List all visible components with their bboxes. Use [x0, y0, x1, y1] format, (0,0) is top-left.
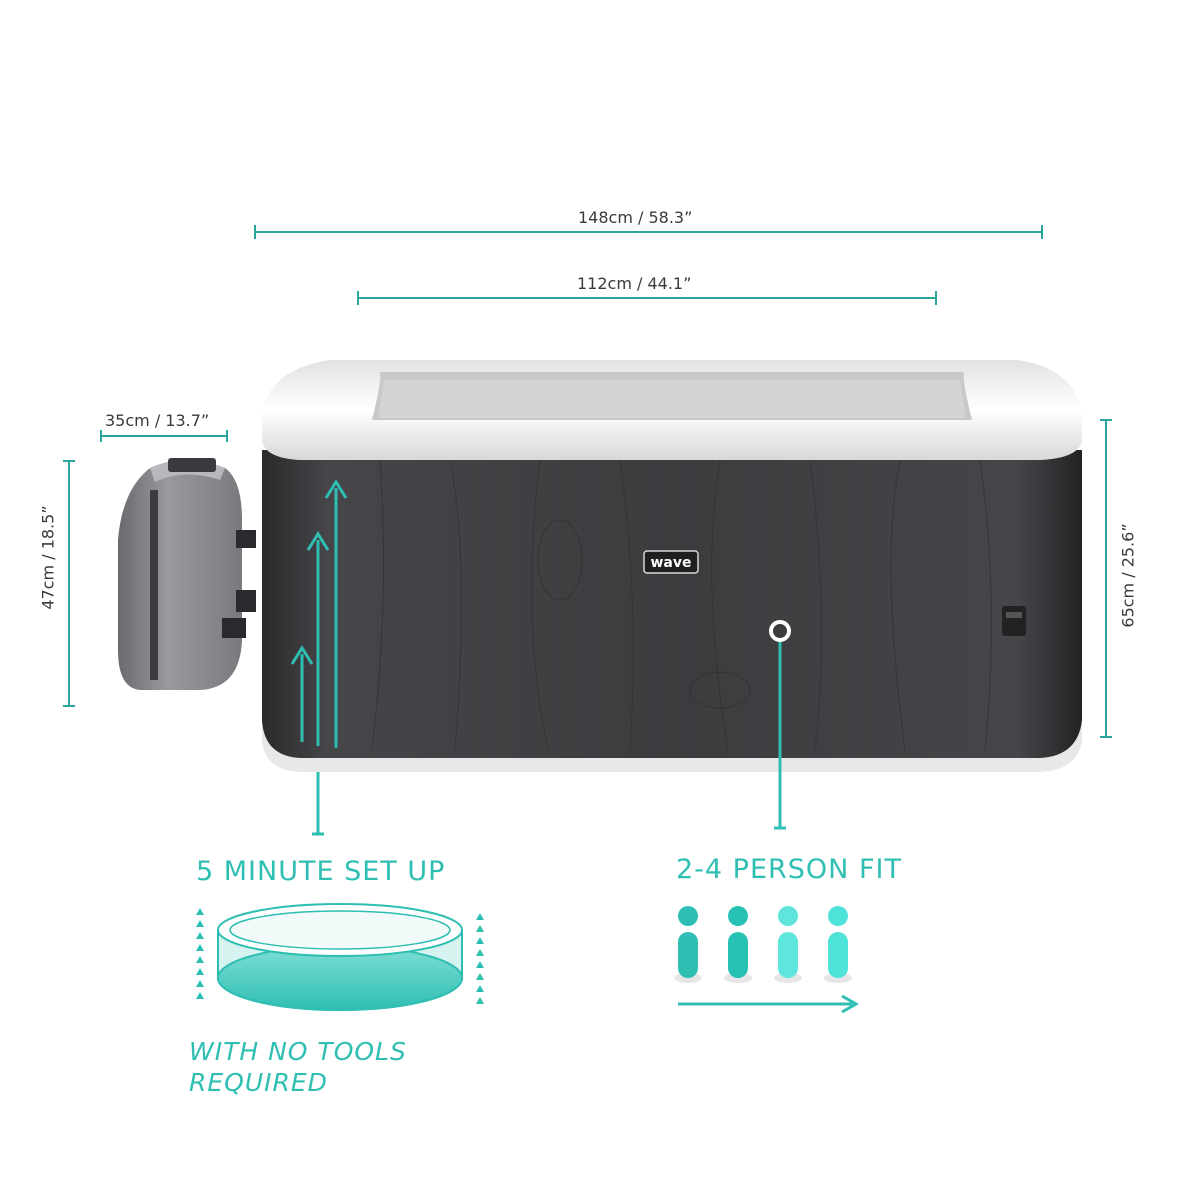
pump-unit [118, 458, 256, 690]
pump-height-dimension [63, 460, 75, 707]
control-panel [168, 458, 216, 472]
brand-logo-text: wave [650, 555, 691, 571]
tub-body [262, 450, 1082, 758]
setup-subtitle: WITH NO TOOLS REQUIRED [189, 1036, 407, 1098]
pump-height-label: 47cm / 18.5” [38, 505, 58, 610]
person-1-icon [674, 906, 702, 983]
setup-pointer [312, 772, 324, 836]
pump-width-label: 35cm / 13.7” [105, 411, 210, 430]
pool-inflate-icon [196, 903, 484, 1011]
person-3-icon [774, 906, 802, 983]
person-2-icon [724, 906, 752, 983]
outer-width-label: 148cm / 58.3” [578, 208, 693, 227]
pump-width-dimension [100, 430, 228, 442]
arrow-right-icon [678, 994, 860, 1014]
capacity-title: 2-4 PERSON FIT [676, 854, 902, 885]
tub-height-dimension [1100, 419, 1112, 738]
setup-subtitle-line1: WITH NO TOOLS [189, 1037, 407, 1066]
person-4-icon [824, 906, 852, 983]
tub-height-label: 65cm / 25.6” [1118, 523, 1138, 628]
setup-subtitle-line2: REQUIRED [189, 1068, 328, 1097]
inner-width-label: 112cm / 44.1” [577, 274, 692, 293]
hot-tub: wave [262, 360, 1082, 772]
brand-logo-badge [643, 550, 699, 574]
capacity-pointer [769, 620, 791, 830]
outer-width-dimension [254, 225, 1043, 239]
setup-title: 5 MINUTE SET UP [196, 856, 446, 887]
people-icon [674, 906, 860, 1014]
inflate-arrows [290, 479, 348, 748]
inner-width-dimension [357, 291, 937, 305]
tub-connector [1002, 606, 1026, 636]
